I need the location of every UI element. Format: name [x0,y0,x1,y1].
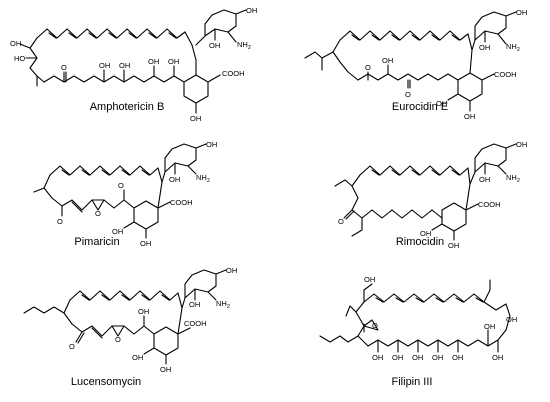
cooh-label: COOH [494,70,517,79]
oh-label: OH [479,43,490,52]
oh-label: OH [372,353,383,362]
oh-label: OH [516,8,527,17]
structure-pimaricin: O O O COOH OH OH OH NH2 OH Pimaricin [33,140,217,248]
oh-label: OH [99,61,110,70]
oh-label: OH [168,57,179,66]
structure-eurocidin-e: O OH O COOH OH OH OH NH2 OH Eurocidin E [304,8,527,121]
o-label: O [118,181,124,190]
compound-name-rimocidin: Rimocidin [396,236,444,248]
oh-label: OH [432,353,443,362]
oh-label: OH [160,365,171,374]
o-label: O [405,90,411,99]
o-label: O [365,63,371,72]
oh-label: OH [506,315,517,324]
oh-label: OH [140,239,151,248]
cooh-label: COOH [184,319,207,328]
o-label: O [338,217,344,226]
oh-label: OH [479,175,490,184]
oh-label: OH [452,353,463,362]
structure-rimocidin: O COOH OH OH OH NH2 OH Rimocidin [334,140,527,250]
oh-label: OH [112,227,123,236]
structure-filipin-iii: OH O OH OH OH OH OH OH OH OH Filipin III [319,275,517,388]
oh-label: OH [209,41,220,50]
oh-label: OH [132,353,143,362]
o-label: O [61,63,67,72]
oh-label: OH [138,307,149,316]
oh-label: OH [392,353,403,362]
nh2-label: NH2 [506,42,520,53]
nh2-label: NH2 [237,40,251,51]
structure-amphotericin-b: OH HO O OH OH OH OH COOH OH OH NH2 OH Am… [10,6,257,123]
o-label: O [69,342,75,351]
oh-label: OH [364,275,375,284]
compound-name-lucensomycin: Lucensomycin [71,376,141,388]
oh-label: OH [206,140,217,149]
nh2-label: NH2 [506,173,520,184]
o-label: O [115,335,121,344]
oh-label: OH [516,140,527,149]
nh2-label: NH2 [196,173,210,184]
o-label: O [372,321,378,330]
oh-label: OH [189,300,200,309]
oh-label: OH [484,322,495,331]
oh-label: OH [382,56,393,65]
oh-label: OH [412,353,423,362]
structure-lucensomycin: O O OH COOH OH OH OH NH2 OH Lucensomycin [23,266,237,388]
oh-label: OH [420,229,431,238]
compound-name-eurocidin-e: Eurocidin E [392,101,448,113]
oh-label: OH [436,99,447,108]
oh-label: OH [119,61,130,70]
compound-name-amphotericin-b: Amphotericin B [90,101,165,113]
o-label: O [57,217,63,226]
oh-label: OH [169,175,180,184]
nh2-label: NH2 [216,299,230,310]
cooh-label: COOH [222,69,245,78]
cooh-label: COOH [478,200,501,209]
oh-label: OH [448,241,459,250]
oh-label: OH [190,114,201,123]
oh-label: OH [226,266,237,275]
oh-label: OH [464,112,475,121]
oh-label: OH [10,39,21,48]
o-label: O [95,209,101,218]
oh-label: OH [148,57,159,66]
compound-name-pimaricin: Pimaricin [74,236,119,248]
oh-label: OH [246,6,257,15]
ho-label: HO [14,54,25,63]
compound-name-filipin-iii: Filipin III [392,376,433,388]
cooh-label: COOH [170,198,193,207]
oh-label: OH [492,353,503,362]
